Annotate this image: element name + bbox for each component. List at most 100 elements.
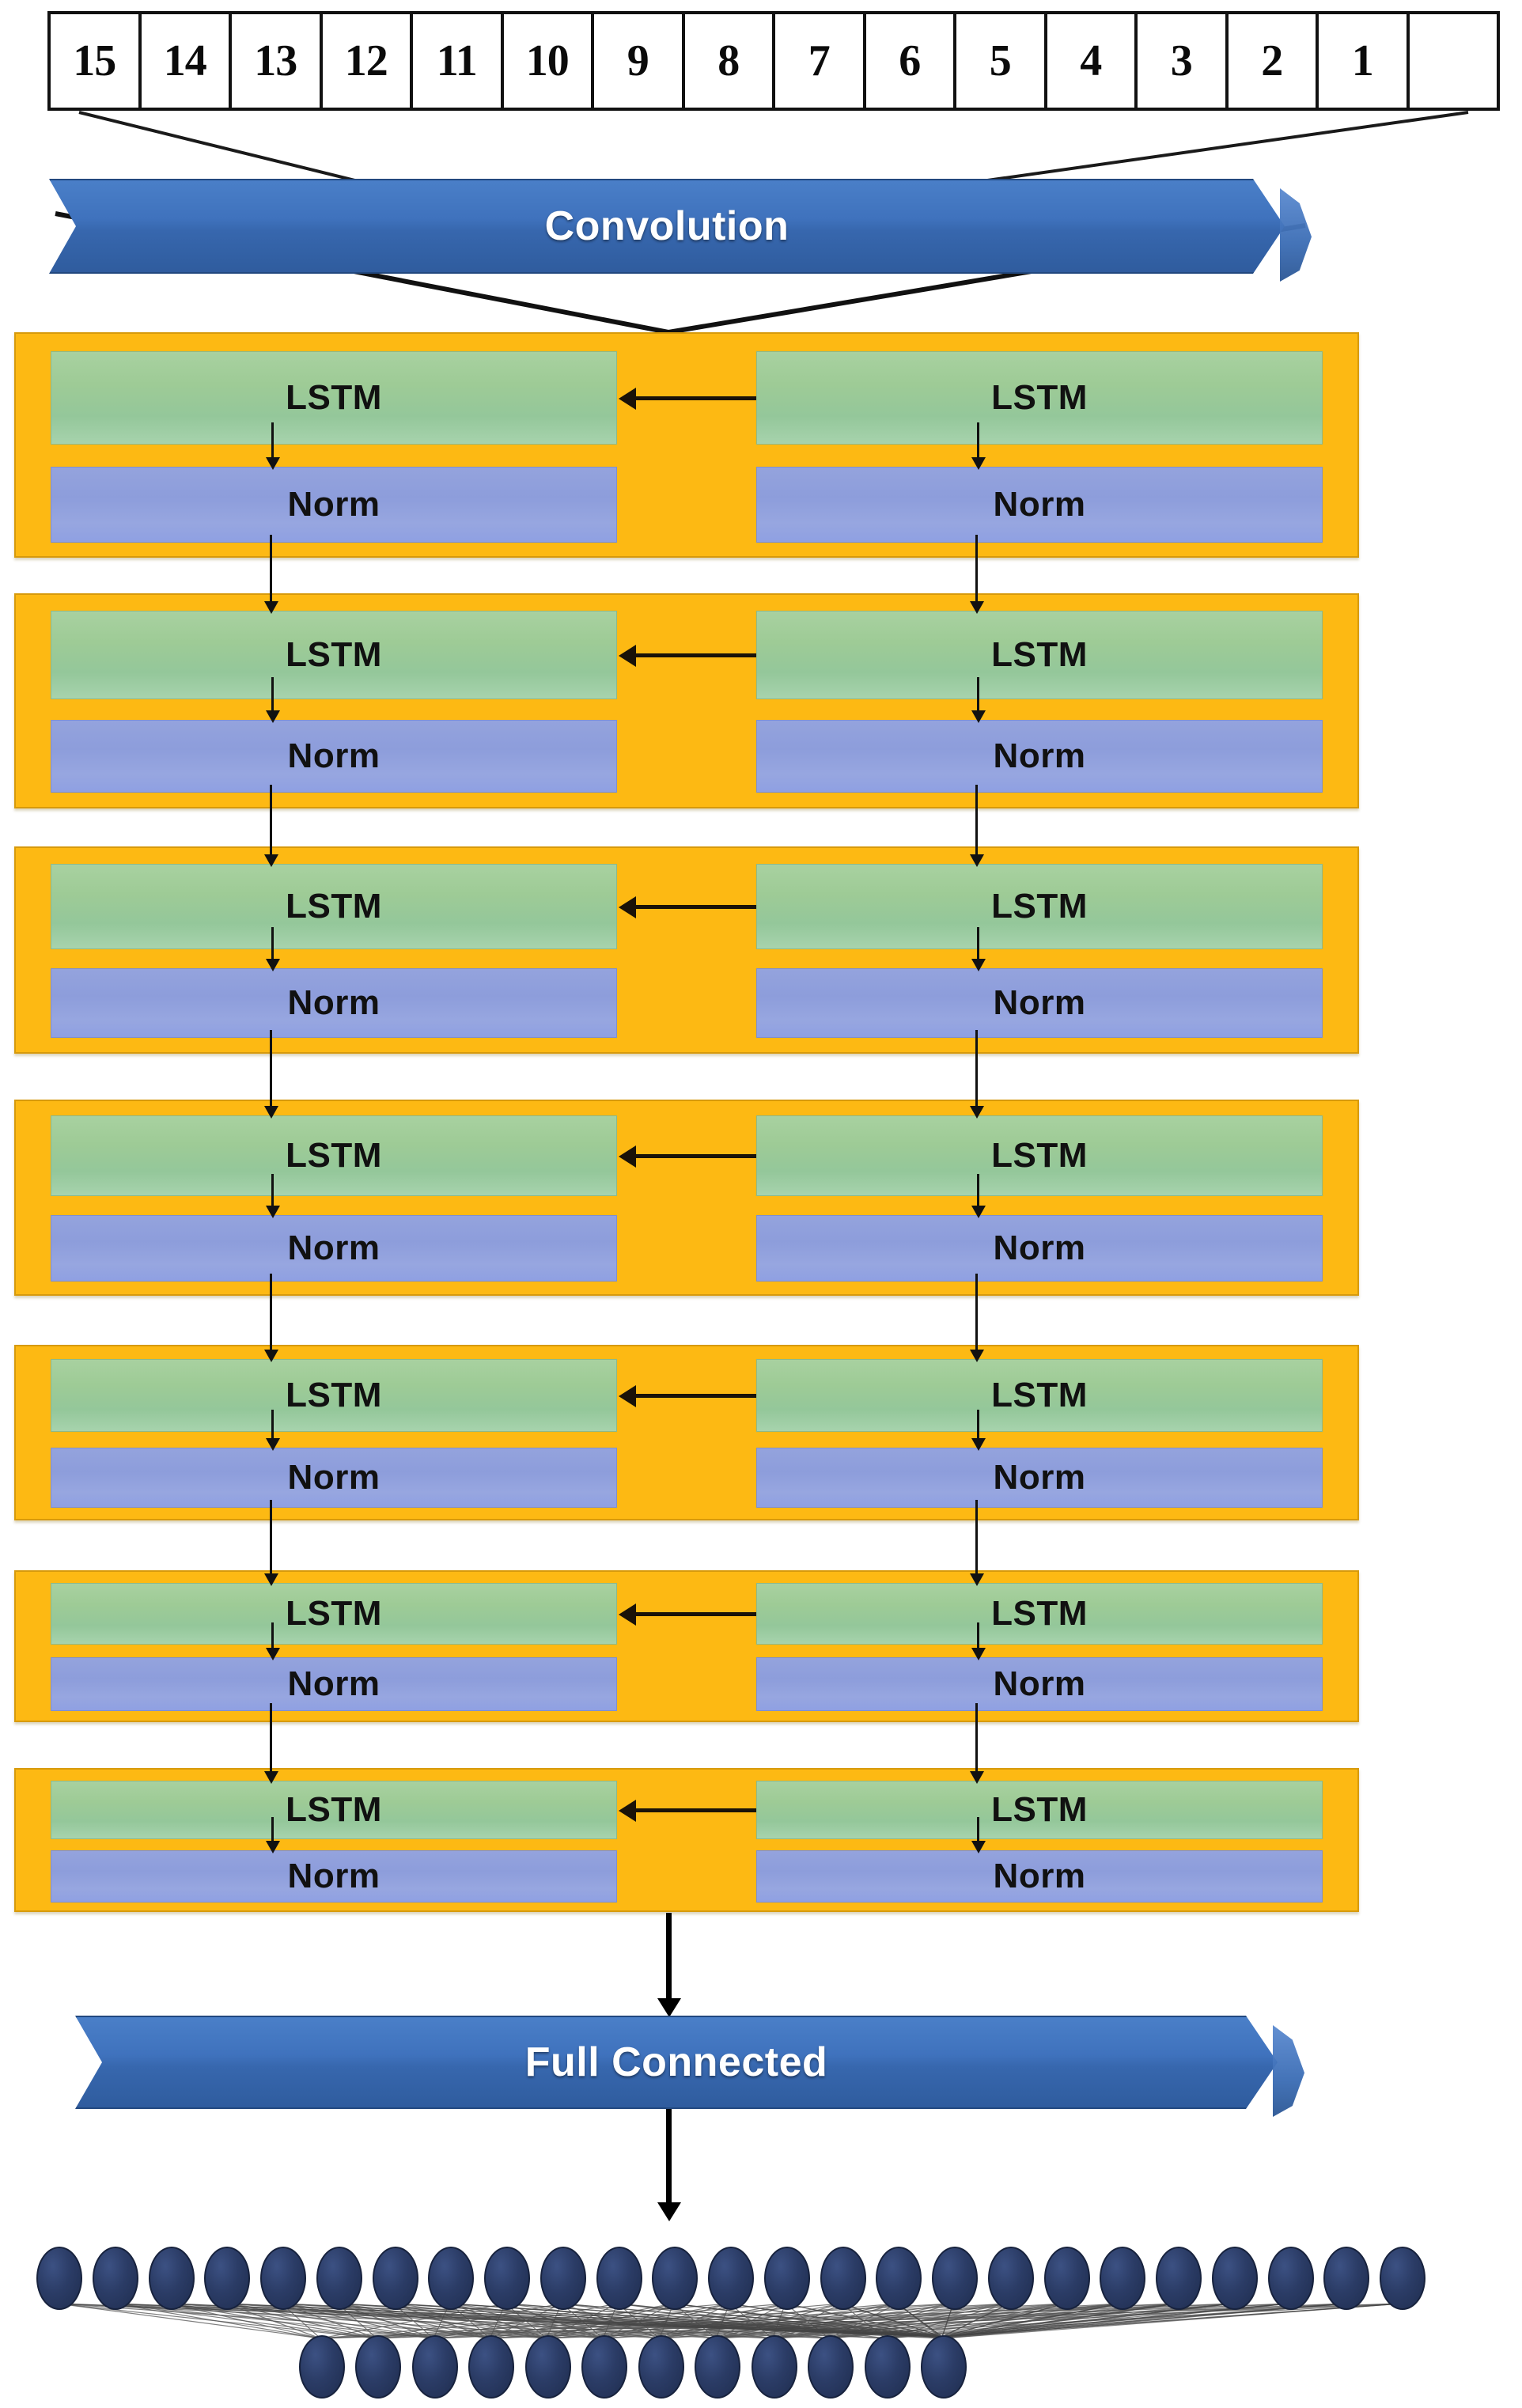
arrow-block-4-to-5-left bbox=[270, 1274, 272, 1351]
block-6-right-column: LSTM Norm bbox=[756, 1572, 1323, 1724]
lstm-box-7-right[interactable]: LSTM bbox=[756, 1781, 1323, 1839]
hidden-layer-neuron bbox=[596, 2247, 642, 2310]
sequence-cell-4[interactable]: 4 bbox=[1047, 14, 1138, 108]
norm-box-3-left[interactable]: Norm bbox=[51, 968, 617, 1038]
sequence-cell-12[interactable]: 12 bbox=[323, 14, 413, 108]
arrow-lstm-to-norm-2-left bbox=[271, 677, 274, 712]
block-5-right-column: LSTM Norm bbox=[756, 1346, 1323, 1522]
lstm-box-6-right[interactable]: LSTM bbox=[756, 1583, 1323, 1645]
lstm-label: LSTM bbox=[286, 1136, 382, 1175]
norm-box-3-right[interactable]: Norm bbox=[756, 968, 1323, 1038]
norm-box-2-left[interactable]: Norm bbox=[51, 720, 617, 793]
norm-box-6-left[interactable]: Norm bbox=[51, 1657, 617, 1711]
output-layer-neuron bbox=[808, 2335, 854, 2399]
arrow-right-lstm-to-left-lstm-3 bbox=[634, 905, 756, 909]
lstm-box-7-left[interactable]: LSTM bbox=[51, 1781, 617, 1839]
arrow-block-1-to-2-right bbox=[975, 535, 978, 603]
block-2-right-column: LSTM Norm bbox=[756, 595, 1323, 810]
norm-box-6-right[interactable]: Norm bbox=[756, 1657, 1323, 1711]
sequence-cell-14[interactable]: 14 bbox=[142, 14, 232, 108]
sequence-cell-15[interactable]: 15 bbox=[51, 14, 142, 108]
sequence-cell-8[interactable]: 8 bbox=[685, 14, 775, 108]
lstm-label: LSTM bbox=[286, 1790, 382, 1829]
sequence-cell-7[interactable]: 7 bbox=[775, 14, 866, 108]
convolution-band-face bbox=[49, 179, 1285, 274]
arrow-block-5-to-6-right bbox=[975, 1500, 978, 1575]
lstm-box-4-right[interactable]: LSTM bbox=[756, 1115, 1323, 1196]
arrow-block-3-to-4-right bbox=[975, 1030, 978, 1107]
arrow-block-2-to-3-left bbox=[270, 785, 272, 856]
hidden-layer-neuron bbox=[1100, 2247, 1146, 2310]
hidden-layer-neuron bbox=[428, 2247, 475, 2310]
norm-box-1-right[interactable]: Norm bbox=[756, 467, 1323, 543]
sequence-cell-10[interactable]: 10 bbox=[504, 14, 594, 108]
lstm-box-1-left[interactable]: LSTM bbox=[51, 351, 617, 445]
norm-box-1-left[interactable]: Norm bbox=[51, 467, 617, 543]
arrow-lstm-to-norm-1-left bbox=[271, 422, 274, 459]
norm-label: Norm bbox=[993, 983, 1086, 1022]
hidden-layer-neuron bbox=[932, 2247, 978, 2310]
sequence-cell-3[interactable]: 3 bbox=[1138, 14, 1229, 108]
norm-label: Norm bbox=[993, 485, 1086, 524]
block-4-right-column: LSTM Norm bbox=[756, 1101, 1323, 1297]
fully-connected-band[interactable]: Full Connected bbox=[75, 2016, 1304, 2117]
lstm-label: LSTM bbox=[991, 1376, 1088, 1414]
lstm-box-5-left[interactable]: LSTM bbox=[51, 1359, 617, 1432]
output-layer-neuron bbox=[411, 2335, 458, 2399]
arrow-lstm-to-norm-6-right bbox=[977, 1622, 979, 1649]
output-layer-neuron bbox=[751, 2335, 797, 2399]
hidden-layer-neuron bbox=[1267, 2247, 1314, 2310]
hidden-layer-neuron bbox=[987, 2247, 1034, 2310]
arrow-lstm-to-norm-3-left bbox=[271, 927, 274, 960]
arrow-right-lstm-to-left-lstm-6 bbox=[634, 1612, 756, 1616]
sequence-cell-13[interactable]: 13 bbox=[232, 14, 323, 108]
hidden-layer-neuron bbox=[204, 2247, 251, 2310]
arrow-block-6-to-7-left bbox=[270, 1703, 272, 1773]
norm-box-4-right[interactable]: Norm bbox=[756, 1215, 1323, 1282]
arrow-lstm-to-norm-7-left bbox=[271, 1817, 274, 1842]
norm-box-7-right[interactable]: Norm bbox=[756, 1850, 1323, 1903]
arrow-lstm-to-norm-4-right bbox=[977, 1174, 979, 1207]
sequence-cell-9[interactable]: 9 bbox=[594, 14, 685, 108]
hidden-layer-neuron bbox=[260, 2247, 306, 2310]
hidden-layer-neuron bbox=[1043, 2247, 1090, 2310]
sequence-cell-11[interactable]: 11 bbox=[413, 14, 504, 108]
block-7-left-column: LSTM Norm bbox=[51, 1770, 617, 1914]
block-1-left-column: LSTM Norm bbox=[51, 334, 617, 559]
arrow-lstm-to-norm-5-right bbox=[977, 1410, 979, 1440]
norm-label: Norm bbox=[287, 1664, 380, 1703]
sequence-cell-2[interactable]: 2 bbox=[1229, 14, 1319, 108]
lstm-box-3-left[interactable]: LSTM bbox=[51, 864, 617, 949]
lstm-box-1-right[interactable]: LSTM bbox=[756, 351, 1323, 445]
norm-label: Norm bbox=[993, 1229, 1086, 1267]
norm-box-7-left[interactable]: Norm bbox=[51, 1850, 617, 1903]
block-1-right-column: LSTM Norm bbox=[756, 334, 1323, 559]
arrow-lstm-to-norm-1-right bbox=[977, 422, 979, 459]
arrow-lstm-to-norm-5-left bbox=[271, 1410, 274, 1440]
sequence-cell-5[interactable]: 5 bbox=[956, 14, 1047, 108]
norm-box-5-left[interactable]: Norm bbox=[51, 1448, 617, 1508]
sequence-cell-1[interactable]: 1 bbox=[1319, 14, 1410, 108]
hidden-layer-neuron bbox=[763, 2247, 810, 2310]
lstm-box-3-right[interactable]: LSTM bbox=[756, 864, 1323, 949]
sequence-cell-6[interactable]: 6 bbox=[866, 14, 956, 108]
arrow-block-6-to-7-right bbox=[975, 1703, 978, 1773]
norm-box-2-right[interactable]: Norm bbox=[756, 720, 1323, 793]
convolution-band[interactable]: Convolution bbox=[49, 179, 1312, 282]
arrow-right-lstm-to-left-lstm-1 bbox=[634, 396, 756, 400]
lstm-box-4-left[interactable]: LSTM bbox=[51, 1115, 617, 1196]
norm-label: Norm bbox=[287, 736, 380, 775]
arrow-block-4-to-5-right bbox=[975, 1274, 978, 1351]
norm-label: Norm bbox=[993, 1458, 1086, 1497]
norm-box-5-right[interactable]: Norm bbox=[756, 1448, 1323, 1508]
arrow-block-2-to-3-right bbox=[975, 785, 978, 856]
norm-label: Norm bbox=[993, 1664, 1086, 1703]
lstm-box-2-left[interactable]: LSTM bbox=[51, 611, 617, 699]
lstm-box-6-left[interactable]: LSTM bbox=[51, 1583, 617, 1645]
norm-box-4-left[interactable]: Norm bbox=[51, 1215, 617, 1282]
lstm-box-5-right[interactable]: LSTM bbox=[756, 1359, 1323, 1432]
arrow-block-5-to-6-left bbox=[270, 1500, 272, 1575]
lstm-norm-block-7: LSTM Norm LSTM Norm bbox=[14, 1768, 1359, 1912]
lstm-box-2-right[interactable]: LSTM bbox=[756, 611, 1323, 699]
